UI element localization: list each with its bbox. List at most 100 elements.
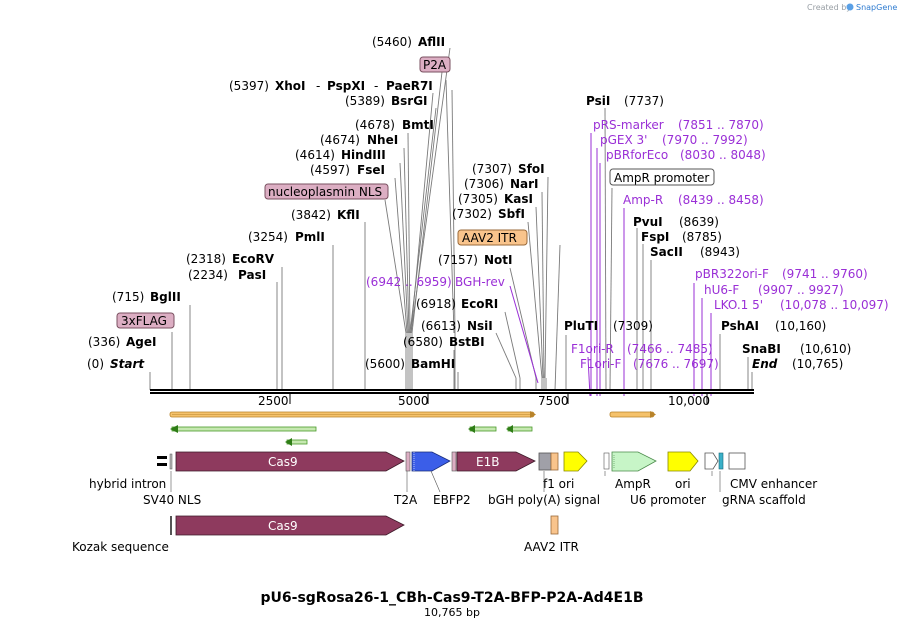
site-bamhI-pos: (5600): [365, 357, 405, 371]
site-pspXI[interactable]: PspXI: [327, 79, 365, 93]
u6-promoter-feature[interactable]: [704, 452, 719, 470]
primer-pbr322ori[interactable]: pBR322ori-F: [695, 267, 769, 281]
site-xhoI-dash-2: -: [374, 79, 378, 93]
site-snabI-pos: (10,610): [800, 342, 851, 356]
site-kasI-pos: (7305): [458, 192, 498, 206]
primer-pgex3[interactable]: pGEX 3': [600, 133, 647, 147]
ebfp2-feature[interactable]: [411, 451, 451, 472]
sv40-nls-marker[interactable]: [169, 453, 173, 470]
p2a-marker[interactable]: [451, 451, 457, 472]
primer-pbrforeco[interactable]: pBRforEco: [606, 148, 668, 162]
site-pvuI[interactable]: PvuI: [633, 215, 663, 229]
primer-lko1[interactable]: LKO.1 5': [714, 298, 763, 312]
ampr-promoter-marker[interactable]: [603, 452, 610, 470]
site-xhoI[interactable]: XhoI: [275, 79, 306, 93]
site-bmtI[interactable]: BmtI: [402, 118, 434, 132]
primer-ampr-range: (8439 .. 8458): [678, 193, 764, 207]
site-paer7I[interactable]: PaeR7I: [386, 79, 433, 93]
site-ecorv[interactable]: EcoRV: [232, 252, 275, 266]
site-pasI[interactable]: PasI: [238, 268, 266, 282]
primer-f1orif[interactable]: F1ori-F: [580, 357, 621, 371]
primer-lko1-range: (10,078 .. 10,097): [780, 298, 889, 312]
flag-label[interactable]: 3xFLAG: [121, 314, 167, 328]
tick-5000: 5000: [398, 394, 429, 408]
kozak-marker[interactable]: [170, 516, 172, 535]
site-aflII[interactable]: AflII: [418, 35, 445, 49]
site-sfoI[interactable]: SfoI: [518, 162, 545, 176]
site-bglII[interactable]: BglII: [150, 290, 181, 304]
ori-feature[interactable]: [667, 451, 699, 472]
primer-hu6f-range: (9907 .. 9927): [758, 283, 844, 297]
primer-f1orif-range: (7676 .. 7697): [633, 357, 719, 371]
site-fspI[interactable]: FspI: [641, 230, 669, 244]
site-kflI[interactable]: KflI: [337, 208, 360, 222]
site-sbfI-pos: (7302): [452, 207, 492, 221]
site-snabI[interactable]: SnaBI: [742, 342, 781, 356]
site-sacII[interactable]: SacII: [650, 245, 683, 259]
site-kflI-pos: (3842): [291, 208, 331, 222]
site-narI[interactable]: NarI: [510, 177, 539, 191]
plasmid-title: pU6-sgRosa26-1_CBh-Cas9-T2A-BFP-P2A-Ad4E…: [261, 590, 644, 606]
site-ageI[interactable]: AgeI: [126, 335, 156, 349]
primer-pbrforeco-range: (8030 .. 8048): [680, 148, 766, 162]
orf-reverse-1[interactable]: [171, 426, 317, 432]
site-pshaI[interactable]: PshAI: [721, 319, 759, 333]
watermark-prefix: Created by: [807, 3, 851, 12]
t2a-marker[interactable]: [405, 451, 411, 472]
aav2-itr-feature[interactable]: [550, 452, 559, 471]
feature-track: Cas9 E1B: [157, 451, 746, 472]
site-plutI[interactable]: PluTI: [564, 319, 598, 333]
cas9-feature-2-label: Cas9: [268, 519, 298, 533]
site-nsiI[interactable]: NsiI: [467, 319, 493, 333]
site-ecorI-pos: (6918): [416, 297, 456, 311]
site-fseI[interactable]: FseI: [357, 163, 385, 177]
site-kasI[interactable]: KasI: [504, 192, 533, 206]
e1b-feature[interactable]: [456, 451, 536, 472]
site-sbfI[interactable]: SbfI: [498, 207, 525, 221]
f1ori-feature[interactable]: [563, 451, 588, 472]
site-notI[interactable]: NotI: [484, 253, 513, 267]
orf-arrows: [169, 411, 656, 446]
feature-leaders: [170, 470, 721, 493]
cmv-enhancer-feature[interactable]: [728, 452, 746, 470]
flag-box: [116, 312, 175, 329]
site-sacII-pos: (8943): [700, 245, 740, 259]
nls-label[interactable]: nucleoplasmin NLS: [268, 185, 382, 199]
site-hindIII-pos: (4614): [295, 148, 335, 162]
site-bsrgI[interactable]: BsrGI: [391, 94, 428, 108]
site-psiI-pos: (7737): [624, 94, 664, 108]
primer-f1orir[interactable]: F1ori-R: [571, 342, 614, 356]
cas9-feature[interactable]: [175, 451, 405, 472]
cas9-feature-2[interactable]: [175, 515, 405, 536]
u6-label: U6 promoter: [630, 493, 706, 507]
site-pmlI[interactable]: PmlI: [295, 230, 325, 244]
site-ecorI[interactable]: EcoRI: [461, 297, 498, 311]
site-pmlI-pos: (3254): [248, 230, 288, 244]
primer-hu6f[interactable]: hU6-F: [704, 283, 739, 297]
site-nheI-pos: (4674): [320, 133, 360, 147]
site-notI-pos: (7157): [438, 253, 478, 267]
site-nheI[interactable]: NheI: [367, 133, 398, 147]
primer-ampr[interactable]: Amp-R: [623, 193, 663, 207]
aav2-label[interactable]: AAV2 ITR: [462, 231, 517, 245]
bgh-polya-feature[interactable]: [538, 452, 552, 471]
grna-scaffold-feature[interactable]: [718, 452, 724, 470]
primer-prsmarker-range: (7851 .. 7870): [678, 118, 764, 132]
primer-bghrev[interactable]: BGH-rev: [455, 275, 505, 289]
site-hindIII[interactable]: HindIII: [341, 148, 386, 162]
orf-short[interactable]: [609, 411, 655, 418]
site-bsrgI-pos: (5389): [345, 94, 385, 108]
ampr-promoter-label[interactable]: AmpR promoter: [614, 171, 709, 185]
site-sfoI-pos: (7307): [472, 162, 512, 176]
primer-prsmarker[interactable]: pRS-marker: [593, 118, 664, 132]
site-ecorv-pos: (2318): [186, 252, 226, 266]
ampr-feature[interactable]: [611, 451, 657, 472]
aav2-itr-feature-2[interactable]: [550, 515, 559, 535]
site-bamhI[interactable]: BamHI: [411, 357, 455, 371]
site-bmtI-pos: (4678): [355, 118, 395, 132]
site-psiI[interactable]: PsiI: [586, 94, 610, 108]
site-bstbI[interactable]: BstBI: [449, 335, 485, 349]
p2a-label[interactable]: P2A: [423, 58, 447, 72]
start-label: Start: [110, 357, 145, 371]
